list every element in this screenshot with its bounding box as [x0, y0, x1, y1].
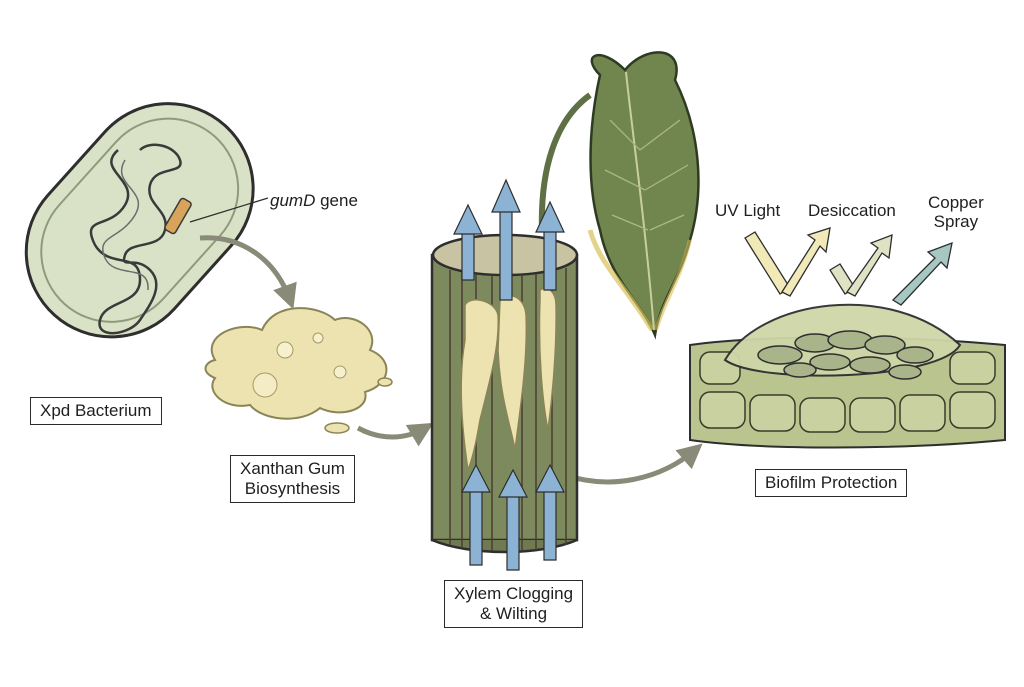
- gene-leader-line: [189, 197, 269, 223]
- up-arrow-icon: [453, 178, 565, 571]
- copper-label-line1: Copper: [928, 193, 984, 212]
- biofilm-label-text: Biofilm Protection: [765, 473, 898, 492]
- curved-arrow-icon: [199, 235, 703, 485]
- xylem-label-line2: & Wilting: [479, 604, 548, 623]
- copper-label: Copper Spray: [928, 193, 984, 231]
- bounce-arrow-icon: [744, 227, 953, 306]
- gene-name: gumD: [270, 191, 316, 210]
- xanthan-gum-blob: [204, 307, 388, 420]
- gene-suffix: gene: [320, 191, 358, 210]
- gumd-gene-segment: [164, 197, 192, 235]
- bacteria-cluster: [757, 330, 934, 380]
- biofilm-label: Biofilm Protection: [755, 469, 908, 497]
- uv-label: UV Light: [715, 201, 781, 220]
- desiccation-label: Desiccation: [808, 201, 896, 220]
- copper-label-line2: Spray: [933, 212, 979, 231]
- leaf: [589, 51, 700, 340]
- xanthan-label-line1: Xanthan Gum: [240, 459, 345, 478]
- xylem-label-line1: Xylem Clogging: [454, 584, 574, 603]
- bacterium-label: Xpd Bacterium: [30, 397, 162, 425]
- bacterium-cell: [24, 102, 255, 339]
- xylem-label: Xylem Clogging & Wilting: [444, 580, 584, 628]
- xanthan-label: Xanthan Gum Biosynthesis: [230, 455, 355, 503]
- gene-label: gumD gene: [270, 191, 358, 211]
- leaf-petiole: [538, 92, 592, 233]
- dna-strand: [89, 143, 182, 335]
- xanthan-label-line2: Biosynthesis: [244, 479, 341, 498]
- bacterium-label-text: Xpd Bacterium: [40, 401, 152, 420]
